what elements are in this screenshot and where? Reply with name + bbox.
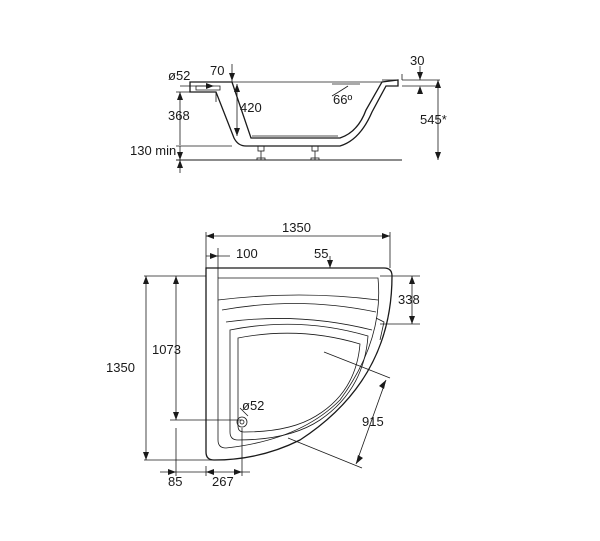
top-seat-curve-3	[225, 318, 373, 331]
top-seat-curve-2	[221, 303, 377, 313]
dim-338-label: 338	[398, 292, 420, 307]
dim-130min-label: 130 min	[130, 143, 176, 158]
dim-d52-side-label: ø52	[168, 68, 190, 83]
top-seat-curve-1	[217, 294, 379, 301]
dim-100-label: 100	[236, 246, 258, 261]
dim-55-label: 55	[314, 246, 328, 261]
dim-915-label: 915	[362, 414, 384, 429]
dim-d52-top-label: ø52	[242, 398, 264, 413]
dim-70-label: 70	[210, 63, 224, 78]
dim-30-label: 30	[410, 53, 424, 68]
top-drain	[236, 416, 248, 428]
top-tub-outline	[205, 267, 393, 461]
dim-85-label: 85	[168, 474, 182, 489]
top-basin	[229, 323, 369, 441]
dim-267-label: 267	[212, 474, 234, 489]
side-legs	[256, 145, 320, 161]
dim-66deg-label: 66º	[333, 92, 352, 107]
dim-420-label: 420	[240, 100, 262, 115]
dim-1350-left-label: 1350	[106, 360, 135, 375]
dim-545-label: 545*	[420, 112, 447, 127]
top-headrest	[375, 317, 385, 341]
top-view: 1350 100 55 338 1073 1350 ø52 915 85 267	[106, 220, 420, 489]
dim-1073-label: 1073	[152, 342, 181, 357]
top-rim-inner	[217, 277, 380, 449]
dim-1350-top-label: 1350	[282, 220, 311, 235]
side-tub-outline	[189, 79, 399, 147]
top-basin-inner	[237, 332, 361, 433]
side-view: 70 30 ø52 420 66º 368 545* 130 min	[130, 53, 447, 173]
dim-368-label: 368	[168, 108, 190, 123]
